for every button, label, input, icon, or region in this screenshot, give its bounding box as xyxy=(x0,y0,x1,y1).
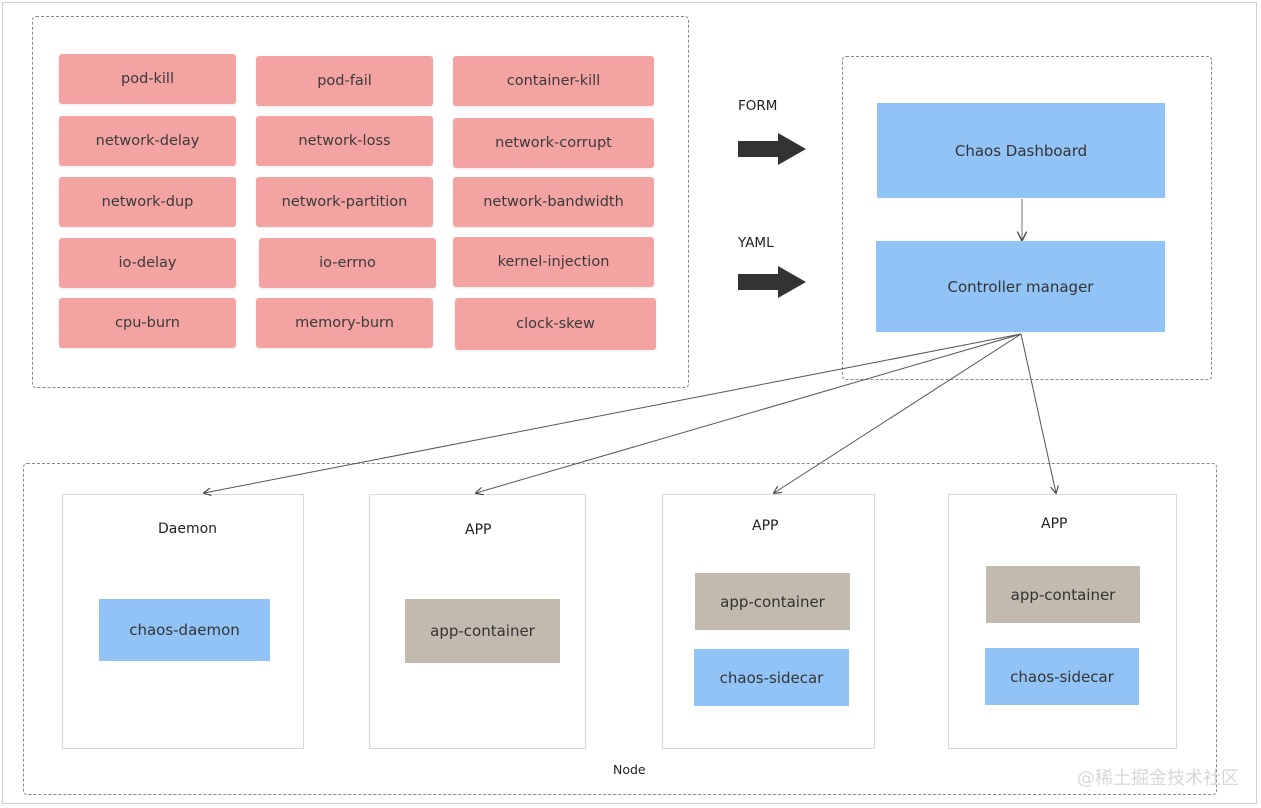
app-container: app-container xyxy=(986,566,1140,623)
chaos-type-pod-kill: pod-kill xyxy=(59,54,236,104)
yaml-arrow-icon xyxy=(738,266,806,298)
chaos-type-kernel-injection: kernel-injection xyxy=(453,237,654,287)
chaos-type-pod-fail: pod-fail xyxy=(256,56,433,106)
chaos-sidecar: chaos-sidecar xyxy=(694,649,849,706)
form-arrow-icon xyxy=(738,133,806,165)
chaos-type-container-kill: container-kill xyxy=(453,56,654,106)
app-pod-3-title: APP xyxy=(1041,516,1068,532)
app-container: app-container xyxy=(405,599,560,663)
chaos-type-network-loss: network-loss xyxy=(256,116,433,166)
chaos-type-io-delay: io-delay xyxy=(59,238,236,288)
chaos-dashboard: Chaos Dashboard xyxy=(877,103,1165,198)
daemon-pod-title: Daemon xyxy=(158,521,218,537)
app-container: app-container xyxy=(695,573,850,630)
node-panel xyxy=(23,463,1217,795)
chaos-type-network-delay: network-delay xyxy=(59,116,236,166)
watermark: @稀土掘金技术社区 xyxy=(1077,768,1239,789)
chaos-type-network-partition: network-partition xyxy=(256,177,433,227)
chaos-daemon: chaos-daemon xyxy=(99,599,270,661)
chaos-type-network-corrupt: network-corrupt xyxy=(453,118,654,168)
controller-to-app3-arrow xyxy=(1020,333,1056,493)
controller-manager: Controller manager xyxy=(876,241,1165,332)
controller-to-app1-arrow xyxy=(476,333,1022,493)
chaos-type-network-dup: network-dup xyxy=(59,177,236,227)
app-pod-2-title: APP xyxy=(752,518,779,534)
chaos-type-network-bandwidth: network-bandwidth xyxy=(453,177,654,227)
yaml-label: YAML xyxy=(738,235,774,251)
node-label: Node xyxy=(613,762,646,777)
form-label: FORM xyxy=(738,98,778,114)
control-plane-panel xyxy=(842,56,1212,380)
controller-to-daemon-arrow xyxy=(204,333,1022,493)
chaos-type-clock-skew: clock-skew xyxy=(455,298,656,350)
controller-to-app2-arrow xyxy=(774,333,1022,493)
chaos-type-cpu-burn: cpu-burn xyxy=(59,298,236,348)
chaos-sidecar: chaos-sidecar xyxy=(985,648,1139,705)
chaos-type-io-errno: io-errno xyxy=(259,238,436,288)
chaos-types-panel xyxy=(32,16,689,388)
app-pod-1-title: APP xyxy=(465,522,492,538)
chaos-type-memory-burn: memory-burn xyxy=(256,298,433,348)
